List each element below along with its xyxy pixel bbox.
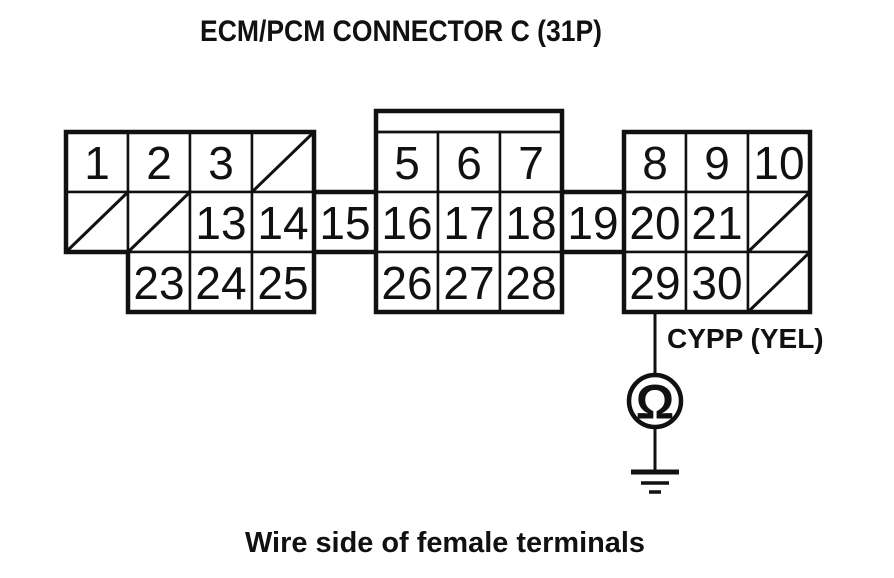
pin-number-6: 6 bbox=[456, 137, 482, 189]
diagram-caption: Wire side of female terminals bbox=[245, 527, 645, 559]
right-block-outline bbox=[621, 129, 813, 315]
no-terminal-diagonal-icon bbox=[746, 190, 812, 254]
wire-label: CYPP (YEL) bbox=[667, 323, 824, 354]
pin-cell-18 bbox=[498, 190, 564, 254]
pin-number-29: 29 bbox=[629, 257, 680, 309]
probe-circuit: CYPP (YEL) Ω bbox=[626, 312, 824, 494]
pin-number-2: 2 bbox=[146, 137, 172, 189]
pin-number-20: 20 bbox=[629, 197, 680, 249]
pin-number-15: 15 bbox=[319, 197, 370, 249]
pin-number-7: 7 bbox=[518, 137, 544, 189]
pin-number-13: 13 bbox=[195, 197, 246, 249]
no-terminal-diagonal-icon bbox=[746, 250, 812, 314]
no-terminal-diagonal-icon bbox=[126, 190, 192, 254]
pin-number-5: 5 bbox=[394, 137, 420, 189]
diagram-title: ECM/PCM CONNECTOR C (31P) bbox=[200, 15, 602, 48]
pin-number-25: 25 bbox=[257, 257, 308, 309]
middle-block-outline bbox=[373, 132, 565, 315]
pin-number-16: 16 bbox=[381, 197, 432, 249]
ohmmeter-symbol: Ω bbox=[626, 372, 684, 430]
pin-cell-28 bbox=[498, 250, 564, 314]
pin-cell-14 bbox=[250, 190, 316, 254]
pin-number-3: 3 bbox=[208, 137, 234, 189]
pin-number-30: 30 bbox=[691, 257, 742, 309]
strip-borders bbox=[314, 189, 624, 255]
pin-number-24: 24 bbox=[195, 257, 246, 309]
middle-block-tab bbox=[374, 109, 564, 134]
pin-number-1: 1 bbox=[84, 137, 110, 189]
pin-number-9: 9 bbox=[704, 137, 730, 189]
pin-cell-27 bbox=[436, 250, 502, 314]
block-outlines bbox=[63, 108, 813, 315]
left-block-outline bbox=[63, 129, 317, 315]
pin-cell-10 bbox=[746, 130, 812, 194]
pin-cell-15 bbox=[312, 190, 378, 254]
pin-cell-21 bbox=[684, 190, 750, 254]
pin-number-23: 23 bbox=[133, 257, 184, 309]
ohm-icon: Ω bbox=[636, 377, 674, 430]
pin-number-19: 19 bbox=[567, 197, 618, 249]
pin-cell-13 bbox=[188, 190, 254, 254]
pin-cell-24 bbox=[188, 250, 254, 314]
pin-number-18: 18 bbox=[505, 197, 556, 249]
pin-number-17: 17 bbox=[443, 197, 494, 249]
pin-cell-9 bbox=[684, 130, 750, 194]
middle-block-tab-outline bbox=[373, 108, 565, 132]
no-terminal-diagonal-icon bbox=[250, 130, 316, 194]
pin-number-21: 21 bbox=[691, 197, 742, 249]
pin-number-10: 10 bbox=[753, 137, 804, 189]
pin-number-14: 14 bbox=[257, 197, 308, 249]
pin-number-28: 28 bbox=[505, 257, 556, 309]
no-terminal-diagonal-icon bbox=[64, 190, 130, 254]
pin-number-8: 8 bbox=[642, 137, 668, 189]
pin-number-27: 27 bbox=[443, 257, 494, 309]
pin-number-26: 26 bbox=[381, 257, 432, 309]
ground-icon bbox=[631, 469, 679, 494]
pin-cell-17 bbox=[436, 190, 502, 254]
